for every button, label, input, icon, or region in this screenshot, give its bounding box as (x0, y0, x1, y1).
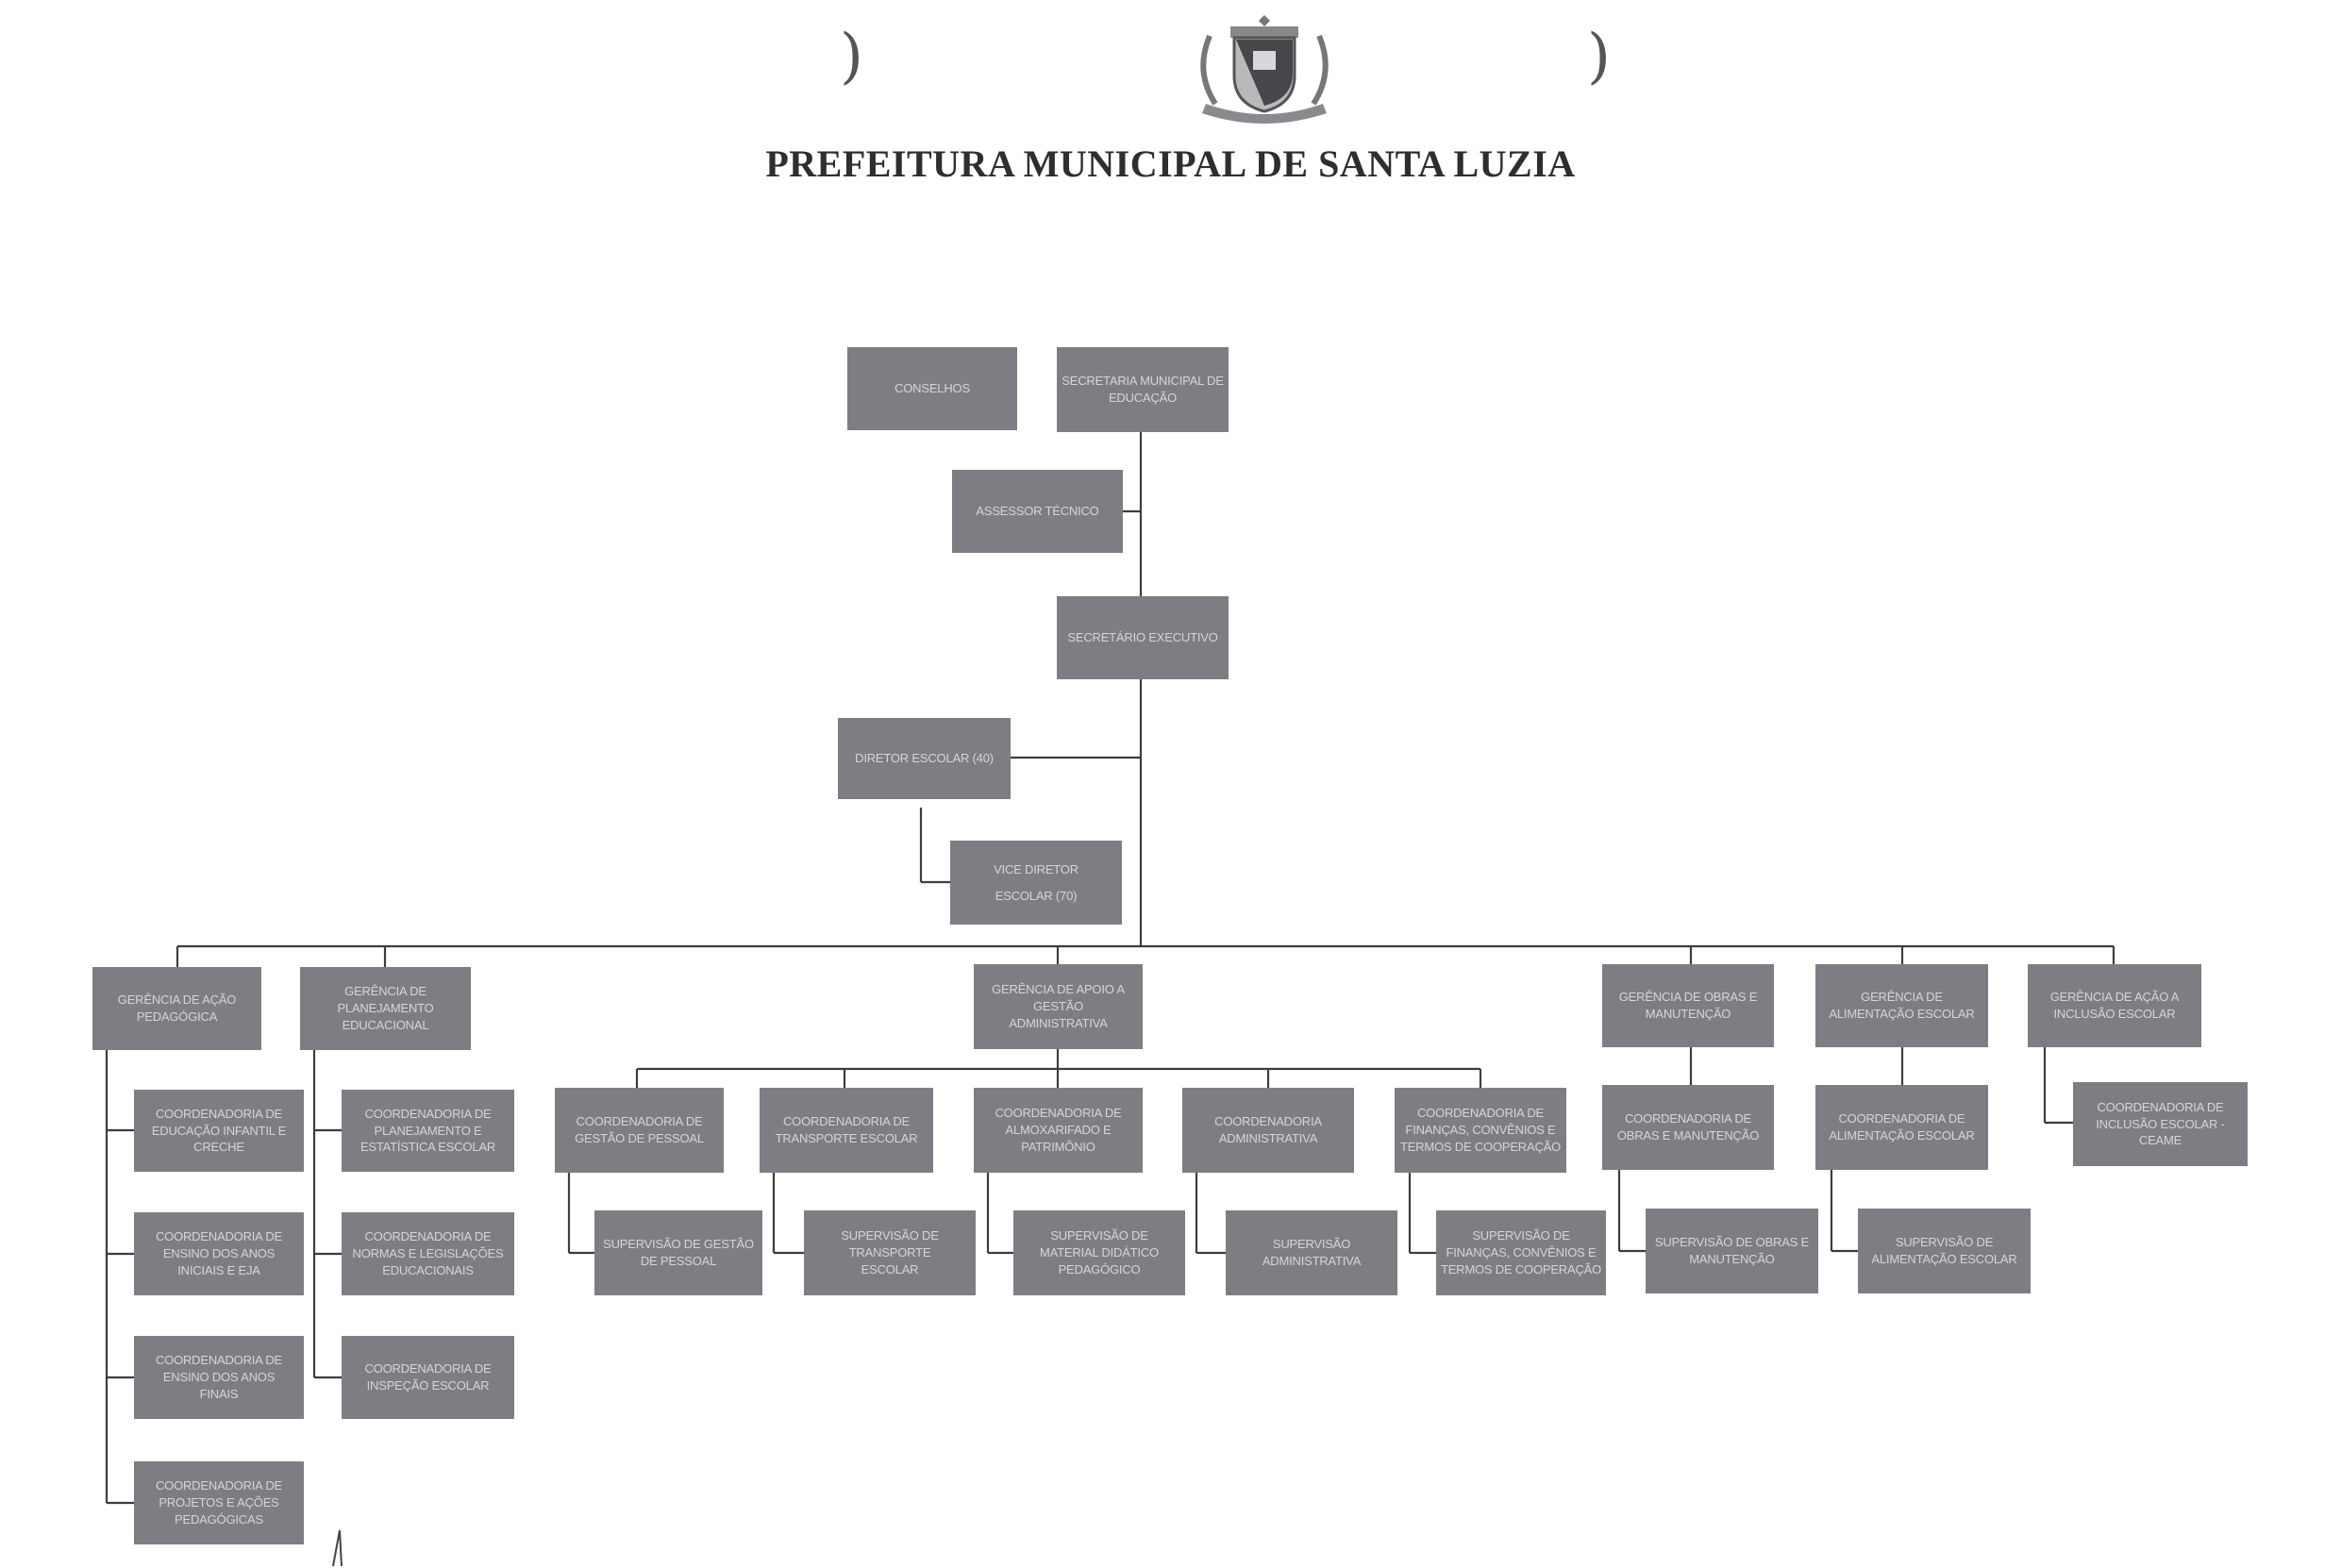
box-sup-administrativa: SUPERVISÃO ADMINISTRATIVA (1226, 1210, 1397, 1295)
box-coord-alimentacao: COORDENADORIA DE ALIMENTAÇÃO ESCOLAR (1815, 1085, 1988, 1170)
box-sup-financas: SUPERVISÃO DE FINANÇAS, CONVÊNIOS E TERM… (1436, 1210, 1606, 1295)
box-gerencia-obras: GERÊNCIA DE OBRAS E MANUTENÇÃO (1602, 964, 1774, 1047)
box-gerencia-acao-pedagogica: GERÊNCIA DE AÇÃO PEDAGÓGICA (92, 967, 261, 1050)
box-gerencia-planejamento: GERÊNCIA DE PLANEJAMENTO EDUCACIONAL (300, 967, 471, 1050)
box-coord-transporte: COORDENADORIA DE TRANSPORTE ESCOLAR (760, 1088, 933, 1173)
box-sup-gestao-pessoal: SUPERVISÃO DE GESTÃO DE PESSOAL (594, 1210, 762, 1295)
box-sup-alimentacao: SUPERVISÃO DE ALIMENTAÇÃO ESCOLAR (1858, 1209, 2031, 1293)
box-coord-inclusao: COORDENADORIA DE INCLUSÃO ESCOLAR - CEAM… (2073, 1082, 2248, 1166)
box-coord-financas: COORDENADORIA DE FINANÇAS, CONVÊNIOS E T… (1395, 1088, 1566, 1173)
box-vice-diretor: VICE DIRETOR ESCOLAR (70) (950, 841, 1122, 925)
box-coord-obras: COORDENADORIA DE OBRAS E MANUTENÇÃO (1602, 1085, 1774, 1170)
decorative-bracket-left: ) (840, 22, 863, 92)
box-coord-anos-iniciais: COORDENADORIA DE ENSINO DOS ANOS INICIAI… (134, 1212, 304, 1295)
page-title: PREFEITURA MUNICIPAL DE SANTA LUZIA (765, 142, 1576, 185)
box-secretaria-municipal: SECRETARIA MUNICIPAL DE EDUCAÇÃO (1057, 347, 1229, 432)
pen-mark-icon (332, 1529, 343, 1567)
box-gerencia-inclusao: GERÊNCIA DE AÇÃO A INCLUSÃO ESCOLAR (2028, 964, 2201, 1047)
box-secretario-executivo: SECRETÁRIO EXECUTIVO (1057, 596, 1229, 679)
box-sup-material: SUPERVISÃO DE MATERIAL DIDÁTICO PEDAGÓGI… (1013, 1210, 1185, 1295)
box-gerencia-alimentacao: GERÊNCIA DE ALIMENTAÇÃO ESCOLAR (1815, 964, 1988, 1047)
box-coord-projetos: COORDENADORIA DE PROJETOS E AÇÕES PEDAGÓ… (134, 1461, 304, 1544)
decorative-bracket-right: ) (1587, 22, 1611, 92)
box-gerencia-apoio-gestao: GERÊNCIA DE APOIO A GESTÃO ADMINISTRATIV… (974, 964, 1143, 1049)
box-sup-obras: SUPERVISÃO DE OBRAS E MANUTENÇÃO (1646, 1209, 1818, 1293)
box-coord-normas: COORDENADORIA DE NORMAS E LEGISLAÇÕES ED… (342, 1212, 514, 1295)
municipal-crest-icon (1200, 15, 1329, 124)
box-sup-transporte: SUPERVISÃO DE TRANSPORTE ESCOLAR (804, 1210, 976, 1295)
box-coord-administrativa: COORDENADORIA ADMINISTRATIVA (1182, 1088, 1354, 1173)
box-coord-planejamento: COORDENADORIA DE PLANEJAMENTO E ESTATÍST… (342, 1090, 514, 1172)
box-diretor-escolar: DIRETOR ESCOLAR (40) (838, 718, 1011, 799)
box-coord-educacao-infantil: COORDENADORIA DE EDUCAÇÃO INFANTIL E CRE… (134, 1090, 304, 1172)
box-assessor-tecnico: ASSESSOR TÉCNICO (952, 470, 1123, 553)
box-coord-gestao-pessoal: COORDENADORIA DE GESTÃO DE PESSOAL (555, 1088, 724, 1173)
box-coord-inspecao: COORDENADORIA DE INSPEÇÃO ESCOLAR (342, 1336, 514, 1419)
box-conselhos: CONSELHOS (847, 347, 1017, 430)
box-coord-anos-finais: COORDENADORIA DE ENSINO DOS ANOS FINAIS (134, 1336, 304, 1419)
box-coord-almoxarifado: COORDENADORIA DE ALMOXARIFADO E PATRIMÔN… (974, 1088, 1143, 1173)
